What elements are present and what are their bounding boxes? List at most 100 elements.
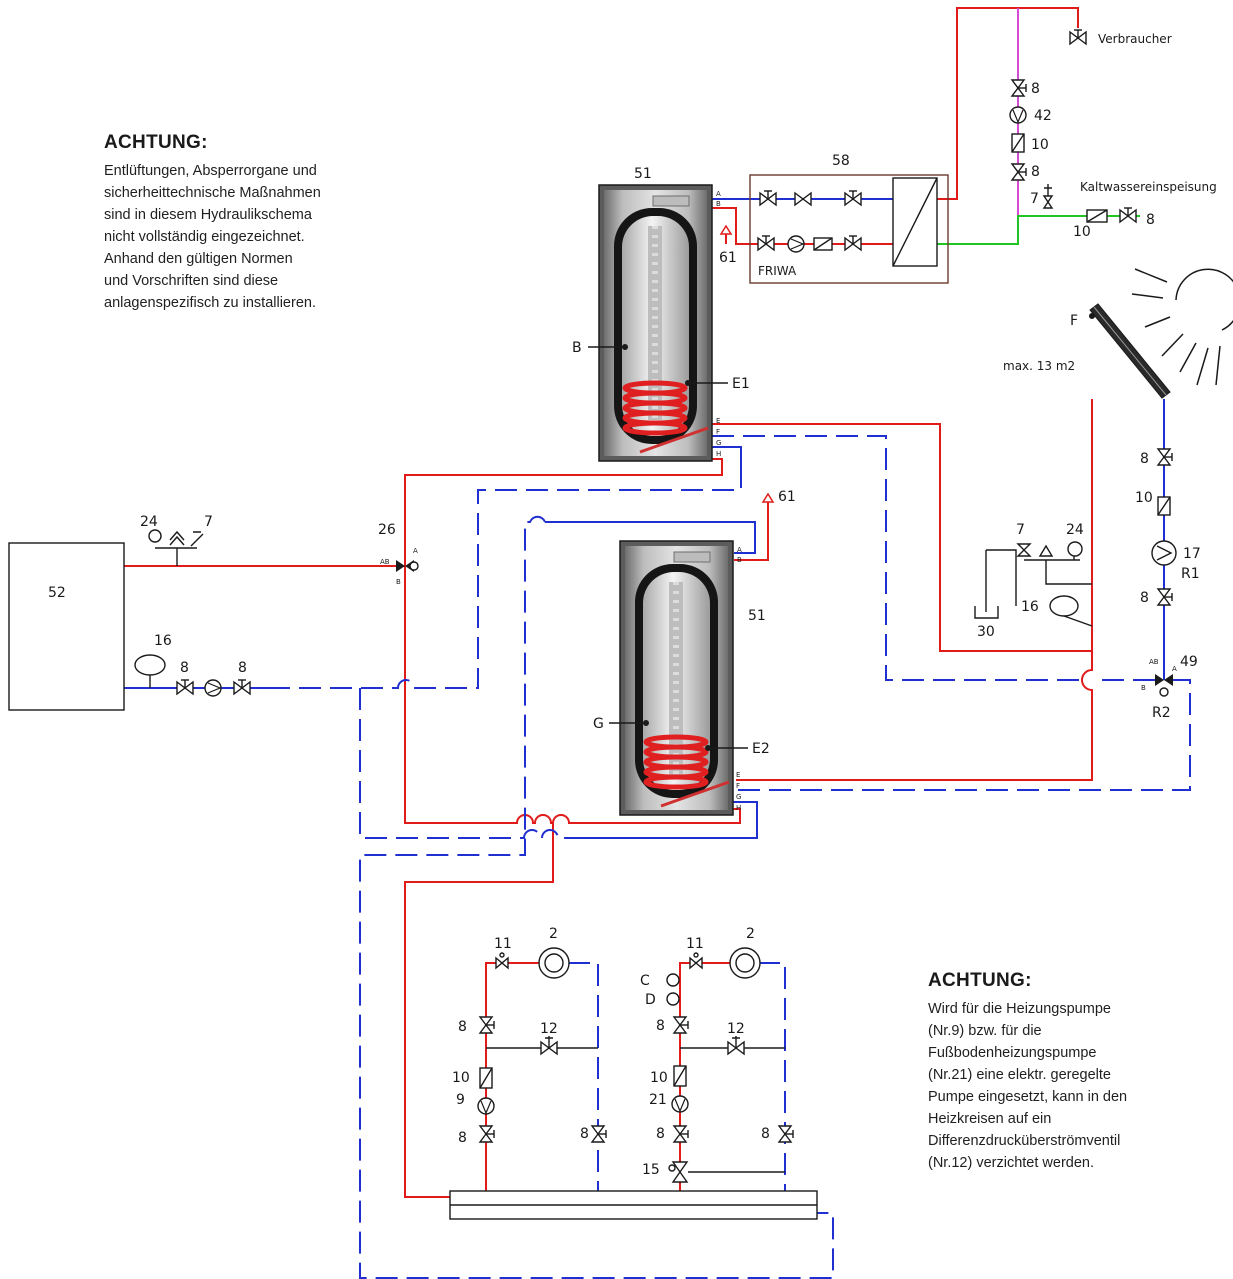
boiler-return-dashed-pipe	[268, 475, 742, 689]
air-vent-icon	[169, 530, 185, 546]
solar-bypass-dashed-pipe	[736, 679, 1191, 791]
n8-kw-label: 8	[1146, 212, 1155, 228]
g-label: G	[593, 716, 604, 732]
hk2-return-dashed-pipe	[758, 962, 786, 1213]
boiler-7-label: 7	[204, 514, 213, 530]
solar-pump-arrow	[1156, 545, 1173, 561]
port-b-label: B	[737, 556, 742, 564]
note-top-line: sind in diesem Hydraulikschema	[104, 207, 312, 223]
note-bottom: ACHTUNG: Wird für die Heizungspumpe (Nr.…	[928, 970, 1127, 1174]
port-b-label: B	[396, 578, 401, 586]
sol-49-label: 49	[1180, 654, 1198, 670]
hk2-10-label: 10	[650, 1070, 668, 1086]
n58-8b-label: 8	[1031, 164, 1040, 180]
collector-label: F	[1070, 313, 1078, 329]
tank1-dhw-out-pipe	[712, 207, 752, 245]
solar-manometer-icon	[1067, 541, 1083, 557]
vent-valve-11-knob	[499, 952, 505, 958]
note-bottom-title: ACHTUNG:	[928, 970, 1032, 991]
check-valve-sol-diagonal	[1157, 496, 1171, 516]
check-valve-hk2-diagonal	[673, 1065, 687, 1087]
sol-24-label: 24	[1066, 522, 1084, 538]
hk2-d-label: D	[645, 992, 656, 1008]
tank2-h-pipe	[570, 801, 758, 839]
port-e-label: E	[736, 771, 740, 779]
solar-expansion-vessel-icon	[1049, 595, 1079, 617]
n26-label: 26	[378, 522, 396, 538]
pump-icon	[204, 679, 222, 697]
safety-valve-icon	[190, 531, 204, 547]
tank2-return-dashed-pipe	[359, 515, 834, 1279]
e1-label: E1	[732, 376, 750, 392]
n58-10-label: 10	[1031, 137, 1049, 153]
port-a-label: A	[716, 190, 721, 198]
port-e-label: E	[716, 417, 720, 425]
shutoff-valve-icon	[1011, 163, 1027, 181]
note-top-line: Anhand den gültigen Normen	[104, 251, 293, 267]
shutoff-valve-icon	[844, 235, 862, 251]
heating-circuit-inner-icon	[544, 953, 564, 973]
expansion-vessel-16-icon	[134, 654, 166, 676]
n58-8a-label: 8	[1031, 81, 1040, 97]
shutoff-valve-icon	[233, 679, 251, 695]
hk2-flow-pipe	[679, 962, 730, 1197]
sensor-c-icon	[666, 973, 680, 987]
sensor-d-icon	[666, 992, 680, 1006]
sensor-g-dot	[643, 720, 649, 726]
hk1-8a-label: 8	[458, 1019, 467, 1035]
hk2-8a-label: 8	[656, 1018, 665, 1034]
verbraucher-label: Verbraucher	[1098, 32, 1172, 46]
note-bottom-line: (Nr.21) eine elektr. geregelte	[928, 1067, 1111, 1083]
n61a-label: 61	[719, 250, 737, 266]
n61b-label: 61	[778, 489, 796, 505]
mixing-valve-15-icon	[671, 1161, 689, 1183]
port-g-label: G	[716, 439, 721, 447]
flow-to-tank1-pipe	[404, 458, 723, 566]
tank1-hex-flow-pipe	[712, 423, 1092, 652]
vent-valve-11-icon	[689, 956, 703, 970]
n8-boiler-b-label: 8	[238, 660, 247, 676]
tank1-solar-return-dashed-pipe	[712, 435, 1164, 681]
vent-valve-11-icon	[495, 956, 509, 970]
hk2-12-label: 12	[727, 1021, 745, 1037]
safety-valve-7-icon	[1042, 195, 1054, 209]
shutoff-valve-icon	[844, 190, 862, 206]
note-bottom-line: Fußbodenheizungspumpe	[928, 1045, 1097, 1061]
hk1-12-label: 12	[540, 1021, 558, 1037]
sol-7-label: 7	[1016, 522, 1025, 538]
valve-49-actuator-icon	[1159, 687, 1169, 697]
tank-top-label: 51	[634, 166, 652, 182]
verbraucher-pipe	[1018, 7, 1079, 28]
hk2-8b-label: 8	[656, 1126, 665, 1142]
note-top: ACHTUNG: Entlüftungen, Absperrorgane und…	[104, 132, 321, 314]
overflow-valve-12-spring	[545, 1036, 553, 1048]
shutoff-valve-icon	[673, 1125, 689, 1143]
boiler-label: 52	[48, 585, 66, 601]
heating-pump-9-icon	[477, 1097, 495, 1115]
heating-circuit-icon	[538, 947, 570, 979]
three-way-valve-26-icon	[396, 560, 414, 572]
sol-17-label: 17	[1183, 546, 1201, 562]
check-valve-icon	[794, 191, 812, 207]
note-top-line: anlagenspezifisch zu installieren.	[104, 295, 316, 311]
n42-label: 42	[1034, 108, 1052, 124]
friwa-label: FRIWA	[758, 264, 797, 278]
solar-flow-pipe	[736, 399, 1093, 781]
solar-safety-valve-icon	[1016, 543, 1032, 557]
three-way-valve-49-icon	[1155, 674, 1173, 686]
note-bottom-line: Heizkreisen auf ein	[928, 1111, 1052, 1127]
b-label: B	[572, 340, 582, 356]
hk1-return-dashed-pipe	[568, 962, 599, 1213]
hk1-9-label: 9	[456, 1092, 465, 1108]
shutoff-valve-icon	[1157, 448, 1173, 466]
kaltwasser-label: Kaltwassereinspeisung	[1080, 180, 1217, 194]
hk1-2-label: 2	[549, 926, 558, 942]
heating-flow-pipe	[404, 823, 554, 1198]
port-h-label: H	[736, 804, 741, 812]
safety-valve-7-spring	[1044, 184, 1052, 196]
tank2-a-pipe	[545, 521, 756, 554]
port-a-label: A	[737, 546, 742, 554]
hk2-c-label: C	[640, 973, 650, 989]
mixing-valve-15-actuator-icon	[668, 1164, 676, 1172]
